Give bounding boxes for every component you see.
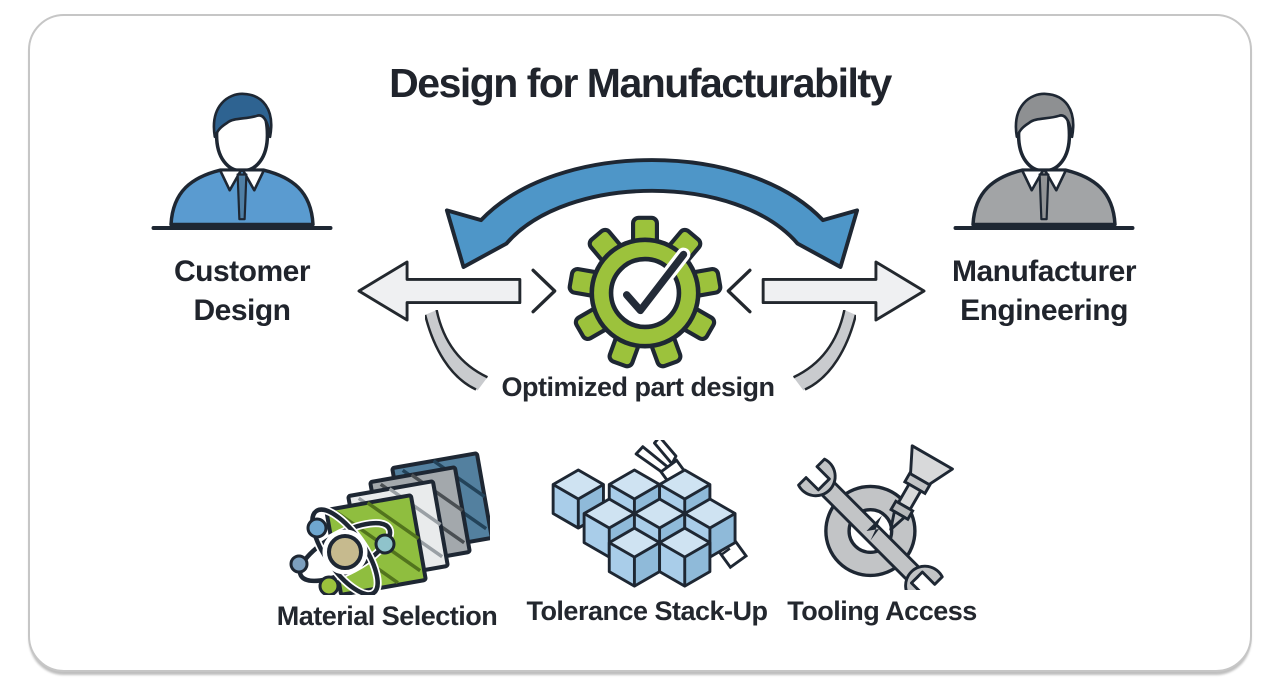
manufacturer-label-line1: Manufacturer bbox=[951, 255, 1137, 288]
chevron-left-icon bbox=[726, 268, 752, 314]
chevron-right-icon bbox=[531, 268, 557, 314]
chip-arrow-icon bbox=[866, 515, 882, 541]
customer-label-line2: Design bbox=[193, 294, 291, 327]
customer-person-icon bbox=[151, 92, 333, 230]
drill-bit-icon bbox=[889, 444, 954, 531]
factor-material-selection: Material Selection bbox=[262, 440, 512, 632]
optimized-part-design-label: Optimized part design bbox=[501, 372, 775, 402]
gear-check-icon bbox=[567, 215, 723, 369]
factor-tooling-access: Tooling Access bbox=[757, 440, 1007, 627]
atom-icon bbox=[289, 505, 395, 595]
ring-icon bbox=[824, 484, 917, 578]
arrow-right-icon bbox=[726, 260, 926, 322]
exchange-arc-arrow-icon bbox=[444, 158, 860, 269]
manufacturer-label-line2: Engineering bbox=[960, 294, 1128, 327]
material-selection-label: Material Selection bbox=[276, 601, 498, 631]
material-swatches-atom-icon bbox=[289, 451, 490, 595]
page-title: Design for Manufacturabilty bbox=[389, 60, 892, 106]
manufacturer-person-icon bbox=[953, 92, 1135, 230]
customer-label-line1: Customer bbox=[173, 255, 311, 288]
customer-design-label: Customer Design bbox=[118, 252, 366, 330]
checkmark-icon bbox=[622, 250, 688, 315]
tolerance-stackup-label: Tolerance Stack-Up bbox=[526, 596, 768, 626]
cubes-caliper-icon bbox=[551, 440, 749, 588]
arrow-left-icon bbox=[357, 260, 557, 322]
tooling-access-label: Tooling Access bbox=[787, 596, 977, 626]
manufacturer-engineering-label: Manufacturer Engineering bbox=[920, 252, 1168, 330]
cycle-swoosh-left-icon bbox=[425, 310, 488, 391]
cycle-swoosh-right-icon bbox=[793, 310, 856, 391]
wrench-drill-icon bbox=[797, 444, 954, 590]
factor-tolerance-stackup: Tolerance Stack-Up bbox=[522, 440, 772, 627]
